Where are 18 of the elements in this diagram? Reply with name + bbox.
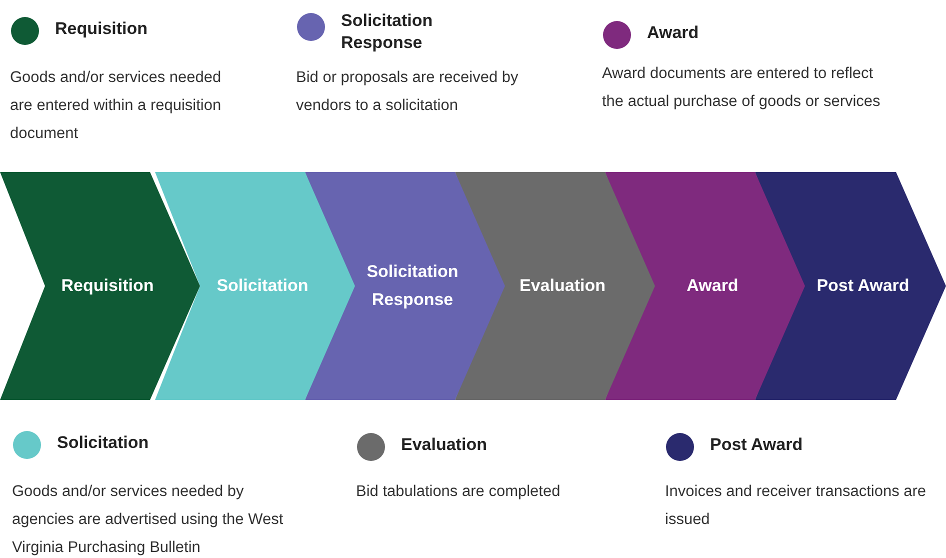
step-description: Bid or proposals are received by vendors to a solicitation xyxy=(296,68,520,116)
step-label: Post Award xyxy=(816,275,910,297)
step-heading: Post Award xyxy=(710,434,804,456)
step-description: Goods and/or services needed are entered within a requisition document xyxy=(10,68,222,144)
step-heading: Requisition xyxy=(55,18,149,40)
step-label: Solicitation Response xyxy=(366,261,460,311)
step-label: Award xyxy=(686,275,740,297)
step-description: Award documents are entered to reflect the actual purchase of goods or services xyxy=(602,64,882,112)
step-heading: Evaluation xyxy=(401,434,488,456)
step-description: Invoices and receiver transactions are issued xyxy=(665,482,928,530)
step-label: Evaluation xyxy=(518,275,606,297)
step-heading: Solicitation xyxy=(57,432,150,454)
step-heading: Award xyxy=(647,22,700,44)
step-heading: Solicitation Response xyxy=(341,10,434,54)
step-label: Requisition xyxy=(60,275,155,297)
step-description: Bid tabulations are completed xyxy=(356,482,562,502)
step-description: Goods and/or services needed by agencies are advertised using the West Virginia Purchasing Bulletin xyxy=(12,482,284,558)
step-label: Solicitation xyxy=(216,275,310,297)
